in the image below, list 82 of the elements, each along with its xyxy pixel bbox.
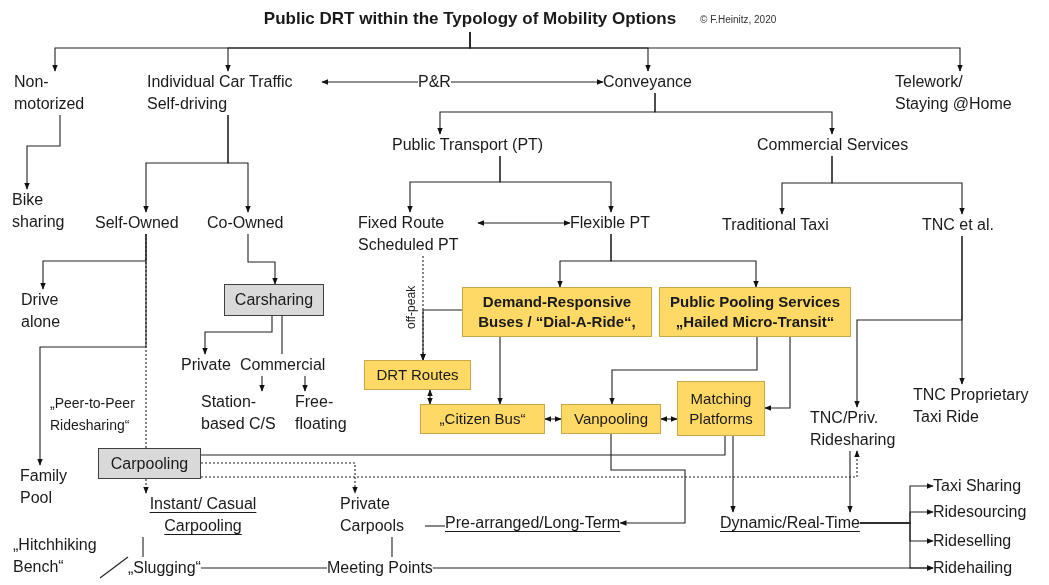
arrow xyxy=(302,375,308,392)
arrow xyxy=(432,565,934,571)
category-label: Conveyance xyxy=(603,71,692,93)
category-label: „Hitchhiking Bench“ xyxy=(13,534,121,578)
arrow xyxy=(321,79,419,85)
highlight-box: „Citizen Bus“ xyxy=(420,404,545,434)
arrow xyxy=(544,416,562,422)
category-label: Private xyxy=(181,354,231,376)
arrow xyxy=(427,389,433,405)
arrow xyxy=(610,233,759,288)
dotted-arrow xyxy=(200,462,358,494)
arrow xyxy=(959,235,965,385)
category-box: Carsharing xyxy=(224,284,324,316)
category-label: Rideselling xyxy=(933,530,1012,552)
arrow xyxy=(420,309,463,361)
connector-line xyxy=(281,315,283,355)
highlight-box: Demand-Responsive Buses / “Dial-A-Ride“, xyxy=(462,287,652,337)
category-label: Telework/ Staying @Home xyxy=(895,71,1020,115)
category-label: Public Transport (PT) xyxy=(392,134,544,156)
category-label: Station- based C/S xyxy=(201,391,291,435)
category-label: TNC Proprietary Taxi Ride xyxy=(913,384,1048,428)
category-label: Commercial Services xyxy=(757,134,909,156)
category-label: Taxi Sharing xyxy=(933,475,1022,497)
arrow xyxy=(450,79,604,85)
arrow xyxy=(660,416,678,422)
dotted-arrow xyxy=(200,450,860,478)
category-label: „Slugging“ xyxy=(128,557,201,579)
connector-line xyxy=(424,525,446,527)
category-label: Meeting Points xyxy=(327,557,433,579)
diagram-title: Public DRT within the Typology of Mobility Options xyxy=(263,8,677,30)
connector-line xyxy=(200,435,726,456)
arrow xyxy=(477,220,571,226)
category-label: Individual Car Traffic Self-driving xyxy=(147,71,322,115)
highlight-box: Vanpooling xyxy=(561,404,661,434)
connector-line xyxy=(200,567,328,569)
category-label: Flexible PT xyxy=(570,212,651,234)
category-label: Traditional Taxi xyxy=(722,214,829,236)
connector-line xyxy=(391,536,393,558)
copyright-note: © F.Heinitz, 2020 xyxy=(700,14,777,26)
category-label: Bike sharing xyxy=(12,189,82,233)
category-label: Family Pool xyxy=(20,465,80,509)
arrow xyxy=(202,315,273,355)
highlight-box: Public Pooling Services „Hailed Micro-Transit“ xyxy=(659,287,851,337)
arrow xyxy=(730,435,736,513)
arrow xyxy=(24,114,61,190)
category-label: Free- floating xyxy=(295,391,365,435)
arrow xyxy=(259,375,265,392)
category-label: Ridesourcing xyxy=(933,501,1027,523)
category-label: Commercial xyxy=(240,354,326,376)
arrow xyxy=(499,155,614,213)
arrow xyxy=(654,92,835,135)
arrow xyxy=(497,336,503,405)
underlined-label: Dynamic/Real-Time xyxy=(720,512,860,534)
edge-label: off-peak xyxy=(404,284,418,330)
arrow xyxy=(469,31,963,72)
category-label: TNC et al. xyxy=(922,214,994,236)
category-label: Drive alone xyxy=(21,289,76,333)
connector-line xyxy=(99,556,129,579)
arrow xyxy=(247,233,278,285)
category-label: Fixed Route Scheduled PT xyxy=(358,212,478,256)
arrow xyxy=(37,233,147,466)
arrow xyxy=(831,155,965,215)
connector-line xyxy=(142,536,144,558)
category-label: Self-Owned xyxy=(95,212,179,234)
highlight-box: DRT Routes xyxy=(364,360,471,390)
arrow xyxy=(764,336,791,411)
dotted-arrow xyxy=(143,478,149,494)
category-label: Private Carpools xyxy=(340,493,425,537)
underlined-label: Pre-arranged/Long-Term xyxy=(445,512,621,534)
category-label: Non- motorized xyxy=(14,71,99,115)
highlight-box: Matching Platforms xyxy=(677,381,765,436)
category-label: TNC/Priv. Ridesharing xyxy=(810,407,910,451)
arrow xyxy=(610,433,686,526)
category-label: P&R xyxy=(418,71,451,93)
category-label: Ridehailing xyxy=(933,557,1013,579)
arrow xyxy=(847,450,853,513)
arrow xyxy=(609,336,758,405)
underlined-label: Instant/ Casual Carpooling xyxy=(128,493,278,537)
category-label: Co-Owned xyxy=(207,212,284,234)
category-label: „Peer-to-Peer Ridesharing“ xyxy=(50,392,146,436)
category-box: Carpooling xyxy=(98,448,201,479)
arrow xyxy=(227,114,251,213)
